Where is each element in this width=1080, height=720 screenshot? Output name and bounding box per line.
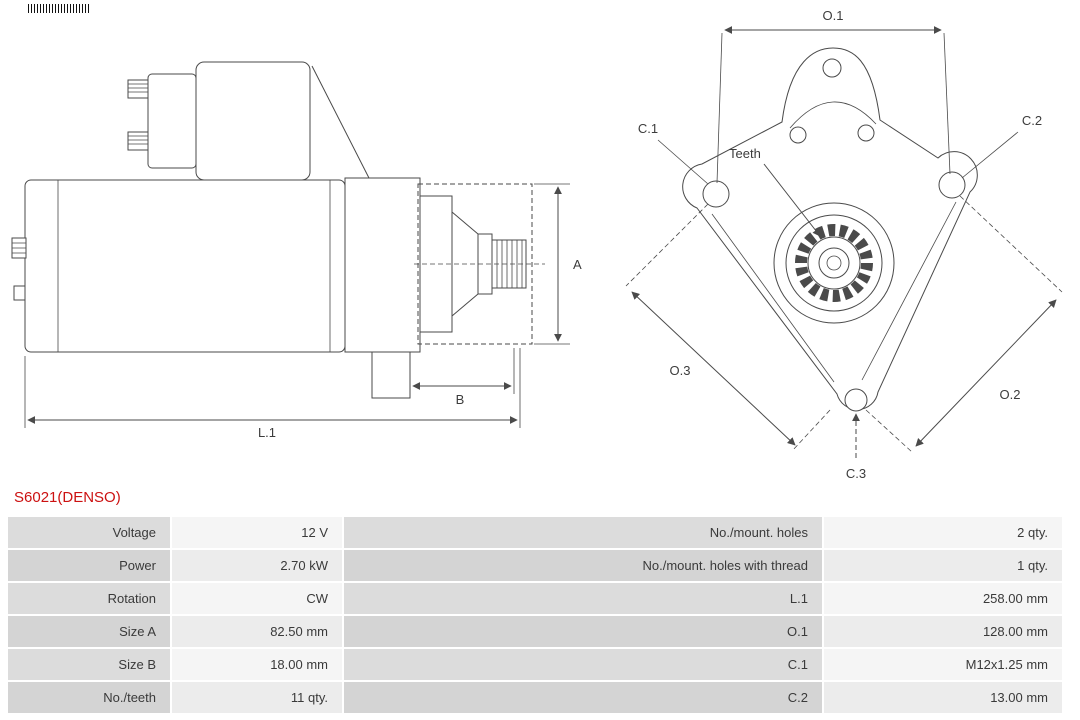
part-number-title: S6021(DENSO) <box>14 489 121 506</box>
spec-label: C.1 <box>344 649 822 680</box>
spec-label: No./mount. holes <box>344 517 822 548</box>
barcode <box>28 4 90 13</box>
spec-label: O.1 <box>344 616 822 647</box>
end-view: O.1 C.1 C.2 Teeth C.3 O.3 <box>625 8 1063 481</box>
spec-label: Rotation <box>8 583 170 614</box>
spec-value: 2 qty. <box>824 517 1062 548</box>
spec-label: Voltage <box>8 517 170 548</box>
spec-label: L.1 <box>344 583 822 614</box>
spec-value: CW <box>172 583 342 614</box>
spec-label: No./teeth <box>8 682 170 713</box>
dim-label-c3: C.3 <box>846 466 866 481</box>
spec-value: M12x1.25 mm <box>824 649 1062 680</box>
technical-drawing: A B L.1 <box>11 8 1063 481</box>
starter-motor-diagram: A B L.1 <box>11 8 1063 481</box>
dim-label-o1: O.1 <box>823 8 844 23</box>
table-row: Rotation CW L.1 258.00 mm <box>8 583 1062 614</box>
spec-label: No./mount. holes with thread <box>344 550 822 581</box>
spec-label: Size A <box>8 616 170 647</box>
dim-label-o3: O.3 <box>670 363 691 378</box>
dim-label-b: B <box>456 392 465 407</box>
dim-label-l1: L.1 <box>258 425 276 440</box>
spec-label: Size B <box>8 649 170 680</box>
spec-value: 13.00 mm <box>824 682 1062 713</box>
dim-label-c1: C.1 <box>638 121 658 136</box>
teeth-label: Teeth <box>729 146 761 161</box>
spec-value: 82.50 mm <box>172 616 342 647</box>
spec-table: Voltage 12 V No./mount. holes 2 qty. Pow… <box>8 517 1062 715</box>
table-row: Power 2.70 kW No./mount. holes with thre… <box>8 550 1062 581</box>
spec-value: 11 qty. <box>172 682 342 713</box>
spec-label: Power <box>8 550 170 581</box>
table-row: Voltage 12 V No./mount. holes 2 qty. <box>8 517 1062 548</box>
spec-value: 12 V <box>172 517 342 548</box>
table-row: Size A 82.50 mm O.1 128.00 mm <box>8 616 1062 647</box>
spec-value: 18.00 mm <box>172 649 342 680</box>
spec-value: 128.00 mm <box>824 616 1062 647</box>
dim-label-a: A <box>573 257 582 272</box>
spec-label: C.2 <box>344 682 822 713</box>
dim-label-o2: O.2 <box>1000 387 1021 402</box>
dim-label-c2: C.2 <box>1022 113 1042 128</box>
spec-value: 2.70 kW <box>172 550 342 581</box>
spec-value: 258.00 mm <box>824 583 1062 614</box>
table-row: Size B 18.00 mm C.1 M12x1.25 mm <box>8 649 1062 680</box>
spec-value: 1 qty. <box>824 550 1062 581</box>
table-row: No./teeth 11 qty. C.2 13.00 mm <box>8 682 1062 713</box>
side-view: A B L.1 <box>11 61 582 440</box>
